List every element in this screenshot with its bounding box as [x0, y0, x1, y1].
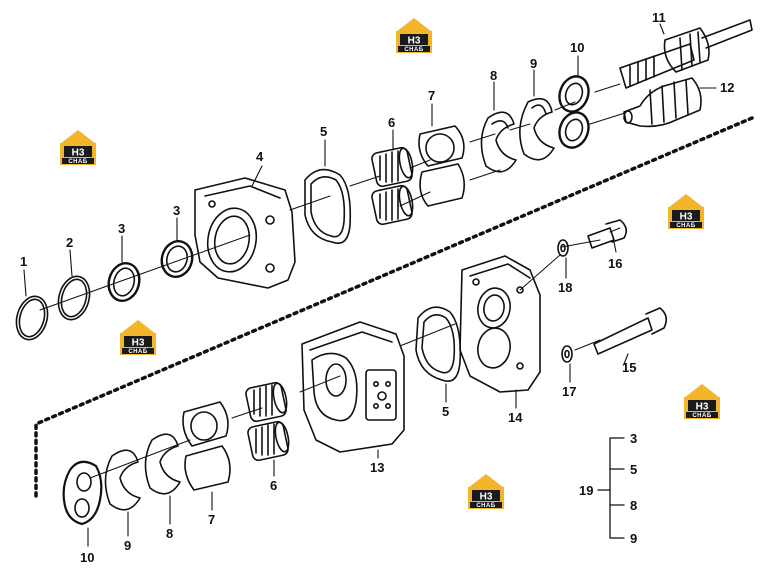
- callout-17: 17: [562, 384, 576, 399]
- svg-text:H3: H3: [696, 402, 709, 413]
- part-9-backup-upper: [519, 97, 555, 161]
- part-8-backup-lower: [144, 433, 181, 495]
- callout-3b: 3: [173, 203, 180, 218]
- part-4-front-cover: [194, 177, 296, 289]
- callout-2: 2: [66, 235, 73, 250]
- callout-5b: 5: [442, 404, 449, 419]
- callout-9b: 9: [124, 538, 131, 553]
- watermark-logo-2: H3 CHAБ: [60, 130, 96, 165]
- callout-1: 1: [20, 254, 27, 269]
- callout-13: 13: [370, 460, 384, 475]
- part-2-ring: [57, 275, 91, 321]
- callout-11: 11: [652, 10, 666, 25]
- dotted-divider: [34, 116, 754, 498]
- kit-item-9: 9: [630, 531, 637, 546]
- callout-10b: 10: [80, 550, 94, 565]
- callout-7a: 7: [428, 88, 435, 103]
- watermark-logo-5: H3 CHAБ: [684, 384, 720, 419]
- watermark-logo-6: H3 CHAБ: [468, 474, 504, 509]
- part-3-seal-a: [107, 262, 141, 302]
- svg-text:CHAБ: CHAБ: [68, 159, 87, 165]
- part-3-seal-b: [160, 239, 194, 279]
- svg-text:CHAБ: CHAБ: [128, 349, 147, 355]
- svg-text:CHAБ: CHAБ: [676, 223, 695, 229]
- callout-6a: 6: [388, 115, 395, 130]
- callout-6b: 6: [270, 478, 277, 493]
- callout-10a: 10: [570, 40, 584, 55]
- svg-text:H3: H3: [680, 212, 693, 223]
- callout-8a: 8: [490, 68, 497, 83]
- part-5-o-ring-upper: [304, 168, 352, 244]
- part-5-o-ring-lower: [415, 306, 462, 382]
- callout-16: 16: [608, 256, 622, 271]
- callout-15: 15: [622, 360, 636, 375]
- part-18-washer: [557, 239, 569, 257]
- svg-text:H3: H3: [480, 492, 493, 503]
- callout-12: 12: [720, 80, 734, 95]
- svg-text:CHAБ: CHAБ: [692, 413, 711, 419]
- svg-text:CHAБ: CHAБ: [476, 503, 495, 509]
- callout-8b: 8: [166, 526, 173, 541]
- watermark-logo-3: H3 CHAБ: [668, 194, 704, 229]
- kit-item-5: 5: [630, 462, 637, 477]
- part-13-housing: [301, 321, 405, 453]
- callouts: 1 2 3 3 4 5 6 7 8 9 10 11 12 13 14 5 15 …: [20, 10, 734, 565]
- callout-4: 4: [256, 149, 264, 164]
- kit-main-number: 19: [579, 483, 593, 498]
- part-12-driven-gear: [623, 77, 702, 128]
- callout-5a: 5: [320, 124, 327, 139]
- part-10-plates-upper: [558, 75, 590, 149]
- callout-14: 14: [508, 410, 523, 425]
- watermark-logo-1: H3 CHAБ: [396, 18, 432, 53]
- part-11-drive-shaft: [619, 19, 753, 89]
- watermark-logo-4: H3 CHAБ: [120, 320, 156, 355]
- axis-line-lower: [89, 227, 621, 479]
- svg-text:H3: H3: [132, 338, 145, 349]
- part-9-backup-lower: [104, 449, 141, 511]
- callout-7b: 7: [208, 512, 215, 527]
- svg-text:CHAБ: CHAБ: [404, 47, 423, 53]
- leader-lines: [23, 23, 717, 547]
- part-7-sleeves-upper: [418, 125, 466, 207]
- part-6-bearings-lower: [245, 381, 290, 462]
- part-8-backup-upper: [480, 111, 517, 173]
- callout-18: 18: [558, 280, 572, 295]
- kit-item-3: 3: [630, 431, 637, 446]
- callout-3a: 3: [118, 221, 125, 236]
- kit-item-8: 8: [630, 498, 637, 513]
- svg-text:H3: H3: [72, 148, 85, 159]
- part-6-bearings-upper: [371, 146, 414, 226]
- part-10-plate-lower: [62, 460, 103, 526]
- part-14-rear-cover: [459, 255, 541, 393]
- part-1-snap-ring: [15, 295, 49, 341]
- svg-text:H3: H3: [408, 36, 421, 47]
- part-7-sleeves-lower: [182, 401, 231, 491]
- callout-9a: 9: [530, 56, 537, 71]
- part-16-short-bolt: [587, 219, 628, 249]
- kit-bracket: [597, 437, 625, 539]
- part-15-long-bolt: [593, 307, 668, 355]
- part-17-washer: [561, 345, 573, 363]
